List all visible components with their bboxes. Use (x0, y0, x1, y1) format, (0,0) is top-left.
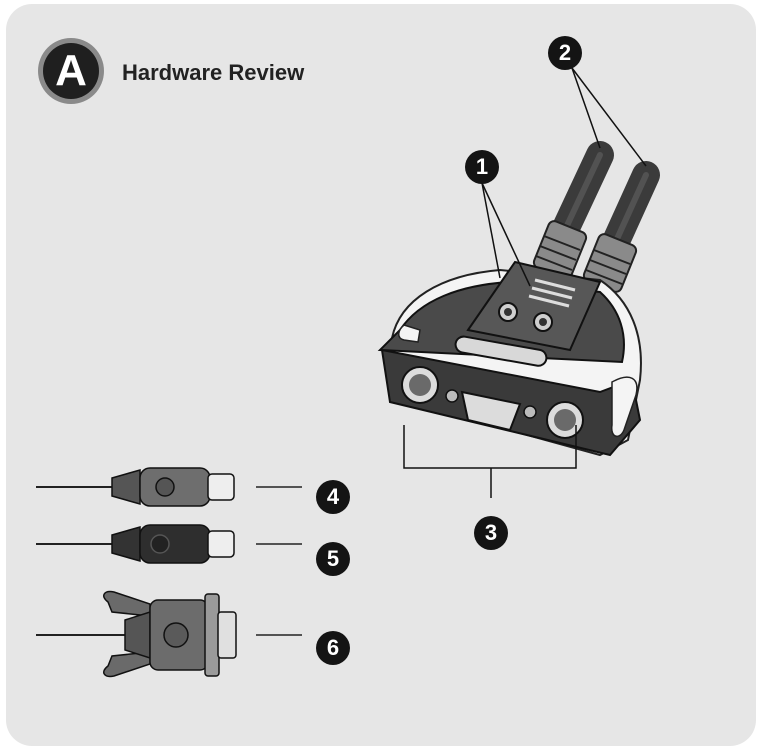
ps2-keyboard-connector (36, 467, 302, 507)
selector-button-1 (498, 302, 518, 322)
callout-4: 4 (316, 480, 350, 514)
strain-relief-right (582, 233, 638, 293)
vga-connector (36, 590, 302, 678)
cable-left (550, 141, 614, 246)
callout-1: 1 (465, 150, 499, 184)
callout-3: 3 (474, 516, 508, 550)
callout-5: 5 (316, 542, 350, 576)
leader-lines-1 (481, 182, 531, 287)
vga-port (445, 389, 537, 432)
strain-relief-left (532, 220, 588, 280)
leader-lines-2 (571, 67, 647, 167)
callout-6: 6 (316, 631, 350, 665)
ps2-mouse-connector (36, 524, 302, 564)
bracket-3 (403, 425, 577, 498)
cable-right (598, 161, 660, 264)
section-badge: A (38, 38, 104, 104)
section-title: Hardware Review (122, 60, 305, 85)
ps2-port-left (401, 366, 439, 404)
callout-2: 2 (548, 36, 582, 70)
section-letter: A (43, 43, 99, 99)
ps2-port-right (546, 401, 584, 439)
selector-button-2 (533, 312, 553, 332)
